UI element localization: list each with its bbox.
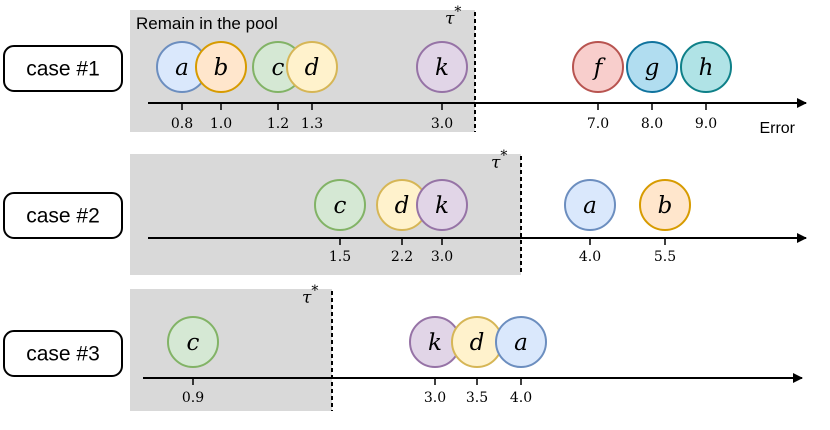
- threshold-superscript: *: [500, 148, 507, 164]
- sample-label: k: [435, 55, 449, 81]
- tick-label: 4.0: [579, 249, 601, 265]
- tick-label: 1.2: [267, 116, 289, 132]
- pool-region: [130, 289, 332, 411]
- tick-label: 8.0: [641, 116, 663, 132]
- tick-label: 1.5: [329, 249, 351, 265]
- tick-label: 3.5: [466, 390, 488, 406]
- case-label-box: [3, 330, 123, 377]
- tick-label: 1.3: [301, 116, 323, 132]
- sample-circle-h: [680, 41, 732, 93]
- sample-circle-f: [572, 41, 624, 93]
- sample-circle-k: [416, 41, 468, 93]
- case-label: case #1: [26, 58, 100, 81]
- sample-label: d: [305, 55, 320, 81]
- sample-circle-k: [416, 179, 468, 231]
- sample-label: d: [395, 193, 410, 219]
- sample-circle-a: [495, 316, 547, 368]
- sample-circle-d: [286, 41, 338, 93]
- threshold-label: τ*: [491, 148, 507, 173]
- sample-label: b: [658, 193, 673, 219]
- case-label-box: [3, 192, 123, 239]
- sample-circle-a: [564, 179, 616, 231]
- threshold-label: τ*: [445, 4, 461, 29]
- sample-circle-b: [639, 179, 691, 231]
- sample-label: b: [214, 55, 229, 81]
- sample-label: k: [435, 193, 449, 219]
- tick-label: 0.9: [182, 390, 204, 406]
- sample-label: c: [272, 55, 285, 81]
- threshold-label: τ*: [302, 283, 318, 308]
- sample-label: d: [470, 330, 485, 356]
- tick-label: 1.0: [210, 116, 232, 132]
- tick-label: 5.5: [654, 249, 676, 265]
- sample-circle-g: [626, 41, 678, 93]
- sample-label: c: [187, 330, 200, 356]
- tick-label: 3.0: [431, 116, 453, 132]
- case-label-box: [3, 45, 123, 92]
- sample-label: h: [699, 55, 714, 81]
- threshold-symbol: τ: [491, 153, 501, 173]
- case-label: case #3: [26, 343, 100, 366]
- threshold-superscript: *: [311, 283, 318, 299]
- sample-label: k: [428, 330, 442, 356]
- tick-label: 3.0: [424, 390, 446, 406]
- sample-circle-b: [195, 41, 247, 93]
- tick-label: 4.0: [510, 390, 532, 406]
- tick-label: 0.8: [171, 116, 193, 132]
- pool-label: Remain in the pool: [136, 14, 278, 33]
- threshold-superscript: *: [454, 4, 461, 20]
- sample-label: g: [645, 55, 660, 81]
- case-3: case #3 τ* 0.9 3.0 3.5 4.0 c k d a: [3, 283, 803, 411]
- tick-label: 7.0: [587, 116, 609, 132]
- sample-label: a: [514, 330, 528, 356]
- tick-label: 2.2: [391, 249, 413, 265]
- sample-label: a: [583, 193, 597, 219]
- case-label: case #2: [26, 205, 100, 228]
- sample-label: c: [334, 193, 347, 219]
- tick-label: 3.0: [431, 249, 453, 265]
- threshold-symbol: τ: [445, 9, 455, 29]
- threshold-symbol: τ: [302, 288, 312, 308]
- axis-label: Error: [759, 120, 795, 137]
- case-1: case #1 Remain in the pool τ* Error 0.8 1.0 1.…: [3, 4, 807, 137]
- sample-label: f: [592, 55, 606, 81]
- tick-label: 9.0: [695, 116, 717, 132]
- sample-circle-c: [314, 179, 366, 231]
- sample-circle-c: [167, 316, 219, 368]
- sample-label: a: [175, 55, 189, 81]
